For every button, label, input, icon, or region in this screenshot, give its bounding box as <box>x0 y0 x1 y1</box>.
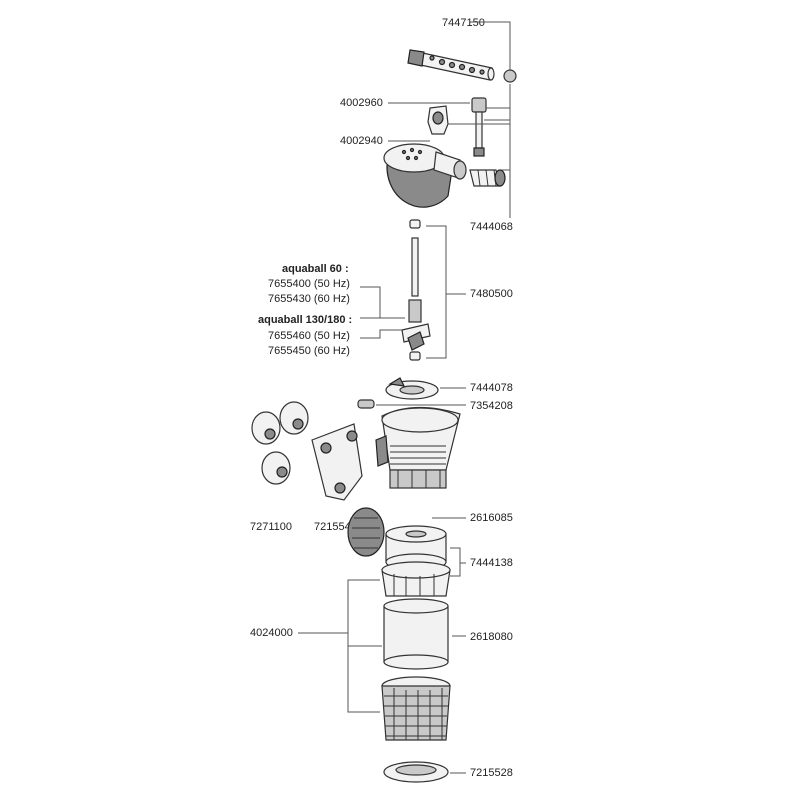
label-2616085: 2616085 <box>470 512 513 524</box>
seal-ring-part-7444078 <box>385 377 439 400</box>
label-7444078: 7444078 <box>470 382 513 394</box>
label-7215528: 7215528 <box>470 767 513 779</box>
filter-cover-part-2616085 <box>347 507 385 557</box>
filter-sponge-part-2618080 <box>383 598 449 670</box>
clip-part-7354208 <box>357 399 375 409</box>
label-aquaball-130-title: aquaball 130/180 : <box>258 314 352 326</box>
nozzle-part-7444068 <box>469 169 506 187</box>
label-4002960: 4002960 <box>340 97 383 109</box>
spray-bar-part <box>407 49 517 83</box>
label-4024000: 4024000 <box>250 627 293 639</box>
filter-basket <box>381 676 451 741</box>
label-aquaball-60-50hz: 7655400 (50 Hz) <box>268 278 350 290</box>
label-2618080: 2618080 <box>470 631 513 643</box>
mounting-bracket-part-7215548 <box>311 423 363 501</box>
impeller-shaft-assembly <box>401 219 431 361</box>
label-7444138: 7444138 <box>470 557 513 569</box>
label-7271100: 7271100 <box>250 521 292 533</box>
valve-part-4002940 <box>427 105 449 135</box>
pump-head-ball <box>383 143 467 208</box>
connector-part-4002960 <box>471 97 487 157</box>
suction-cups-part-7271100 <box>251 401 309 485</box>
label-4002940: 4002940 <box>340 135 383 147</box>
motor-housing-bowl <box>375 406 461 489</box>
label-aquaball-60-60hz: 7655430 (60 Hz) <box>268 293 350 305</box>
label-7444068: 7444068 <box>470 221 513 233</box>
label-7354208: 7354208 <box>470 400 513 412</box>
label-7215548: 7215548 <box>314 521 357 533</box>
filter-cage-top <box>381 561 451 597</box>
label-aquaball-130-50hz: 7655460 (50 Hz) <box>268 330 350 342</box>
base-plate-part-7215528 <box>383 761 449 783</box>
label-7480500: 7480500 <box>470 288 513 300</box>
label-7447150: 7447150 <box>442 17 485 29</box>
label-aquaball-130-60hz: 7655450 (60 Hz) <box>268 345 350 357</box>
label-aquaball-60-title: aquaball 60 : <box>282 263 349 275</box>
